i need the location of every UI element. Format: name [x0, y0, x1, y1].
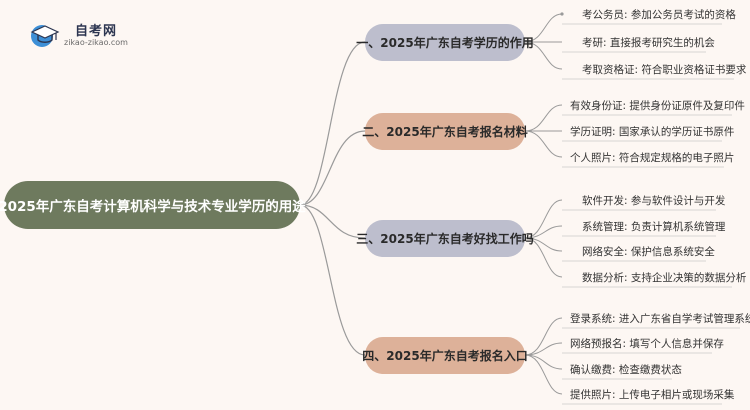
- connector-b3-l1: [524, 199, 563, 239]
- graduation-cap-icon: [30, 25, 60, 47]
- leaf-item: 确认缴费: 检查缴费状态: [570, 364, 682, 376]
- leaf-item: 软件开发: 参与软件设计与开发: [582, 195, 726, 207]
- leaf-item: 网络预报名: 填写个人信息并保存: [570, 338, 724, 350]
- branch-node-4: 四、2025年广东自考报名入口: [362, 337, 528, 374]
- connector-root-branch-1: [299, 41, 366, 206]
- leaf-item: 数据分析: 支持企业决策的数据分析: [582, 272, 747, 284]
- connector-b3-l2: [524, 225, 563, 239]
- connector-b3-l4: [524, 237, 563, 278]
- leaf-item: 考公务员: 参加公务员考试的资格: [582, 9, 736, 21]
- connector-root-branch-4: [299, 204, 366, 356]
- leaf-item: 考研: 直接报考研究生的机会: [582, 37, 715, 49]
- connector-b2-l1: [524, 104, 563, 132]
- connector-b4-l3: [524, 354, 563, 370]
- leaf-item: 系统管理: 负责计算机系统管理: [582, 221, 726, 233]
- connector-b4-l4: [524, 354, 563, 395]
- connector-b4-l1: [524, 317, 563, 356]
- leaf-item: 网络安全: 保护信息系统安全: [582, 246, 715, 258]
- connector-root-branch-2: [299, 130, 366, 206]
- leaf-item: 考取资格证: 符合职业资格证书要求: [582, 64, 747, 76]
- connector-b2-l3: [524, 130, 563, 158]
- leaf-item: 个人照片: 符合规定规格的电子照片: [570, 152, 735, 164]
- branch-node-2: 二、2025年广东自考报名材料: [362, 113, 528, 150]
- leaf-dot: [560, 12, 564, 16]
- leaf-item: 登录系统: 进入广东省自学考试管理系统: [570, 313, 750, 325]
- branch-node-1: 一、2025年广东自考学历的作用: [356, 24, 534, 61]
- leaf-item: 提供照片: 上传电子相片或现场采集: [570, 389, 735, 401]
- logo-title: 自考网: [75, 24, 118, 39]
- branch-node-3: 三、2025年广东自考好找工作吗: [356, 220, 534, 257]
- site-logo[interactable]: 自考网 zikao-zikao.com: [30, 20, 150, 50]
- leaf-item: 有效身份证: 提供身份证原件及复印件: [570, 100, 745, 112]
- logo-subtitle: zikao-zikao.com: [64, 38, 128, 47]
- leaf-item: 学历证明: 国家承认的学历证书原件: [570, 126, 735, 138]
- connector-b4-l2: [524, 342, 563, 356]
- root-node: 2025年广东自考计算机科学与技术专业学历的用途: [0, 181, 306, 229]
- connector-b1-l3: [524, 41, 563, 70]
- connector-root-branch-3: [299, 204, 366, 239]
- connector-b1-l1: [524, 13, 563, 43]
